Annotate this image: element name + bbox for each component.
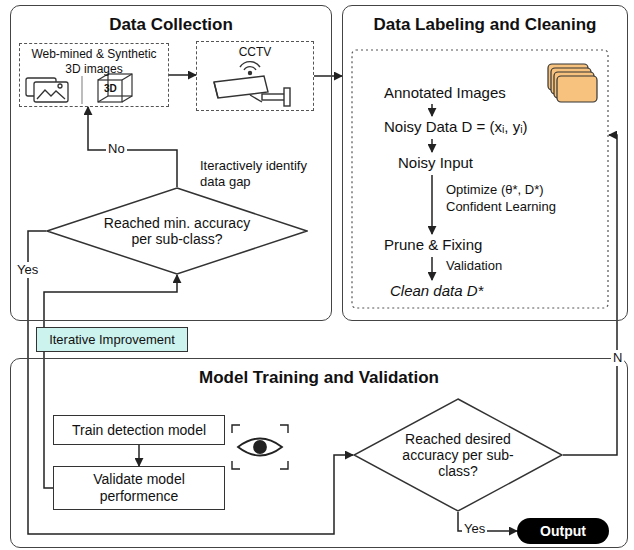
flow-label: Optimize (θ*, D*) bbox=[446, 182, 544, 198]
icon-caption: 3D bbox=[104, 83, 117, 95]
node-label: Reached min. accuracy per sub-class? bbox=[102, 215, 252, 247]
decision-diamond: Reached desired accuracy per sub-class? bbox=[353, 398, 563, 512]
flow-connector bbox=[88, 107, 177, 187]
panel-title: Data Labeling and Cleaning bbox=[343, 15, 627, 35]
camera-icon bbox=[214, 62, 290, 106]
node-label: Train detection model bbox=[72, 422, 206, 439]
edge-label: N bbox=[611, 350, 624, 366]
flow-label: Iteractively identify data gap bbox=[200, 158, 322, 189]
process-box: Train detection model bbox=[53, 415, 225, 445]
loop-tag: Iterative Improvement bbox=[36, 327, 188, 352]
node-label: Reached desired accuracy per sub-class? bbox=[398, 431, 518, 479]
panel-title: Data Collection bbox=[11, 15, 331, 35]
source-box: CCTV bbox=[196, 41, 314, 111]
dotted-frame bbox=[352, 50, 608, 308]
cube-icon bbox=[98, 74, 132, 102]
section-panel: Data Labeling and Cleaning bbox=[342, 5, 628, 321]
flow-connector bbox=[563, 135, 617, 455]
flow-label: Noisy Input bbox=[398, 154, 473, 172]
flow-label: Prune & Fixing bbox=[384, 236, 482, 254]
source-box: Web-mined & Synthetic 3D images bbox=[19, 43, 169, 107]
decision-diamond: Reached min. accuracy per sub-class? bbox=[46, 187, 308, 275]
flow-connector bbox=[169, 74, 196, 76]
flow-label: Validation bbox=[446, 258, 502, 274]
edge-label: No bbox=[106, 141, 127, 157]
terminal-pill: Output bbox=[517, 518, 609, 544]
edge-label: Yes bbox=[15, 262, 40, 278]
flow-connector bbox=[138, 445, 140, 466]
process-box: Validate model performence bbox=[53, 466, 225, 510]
node-label: CCTV bbox=[197, 45, 313, 60]
node-label: Validate model performence bbox=[60, 471, 218, 505]
edge-label: Yes bbox=[462, 521, 487, 537]
section-panel: Model Training and ValidationTrain detec… bbox=[10, 358, 628, 548]
picture-icon bbox=[26, 76, 82, 104]
flow-connector bbox=[44, 275, 177, 488]
flow-label: Annotated Images bbox=[384, 84, 506, 102]
flow-label: Confident Learning bbox=[446, 199, 556, 215]
node-label: Output bbox=[540, 523, 586, 539]
flow-label: Noisy Data D = (xᵢ, yᵢ) bbox=[384, 118, 528, 136]
eye-icon bbox=[232, 425, 288, 469]
panel-title: Model Training and Validation bbox=[11, 368, 627, 388]
image-stack-icon bbox=[548, 64, 597, 102]
node-label: Web-mined & Synthetic 3D images bbox=[29, 47, 159, 77]
flow-label: Clean data D* bbox=[390, 282, 483, 300]
flow-connector bbox=[314, 75, 342, 77]
node-label: Iterative Improvement bbox=[49, 332, 175, 347]
